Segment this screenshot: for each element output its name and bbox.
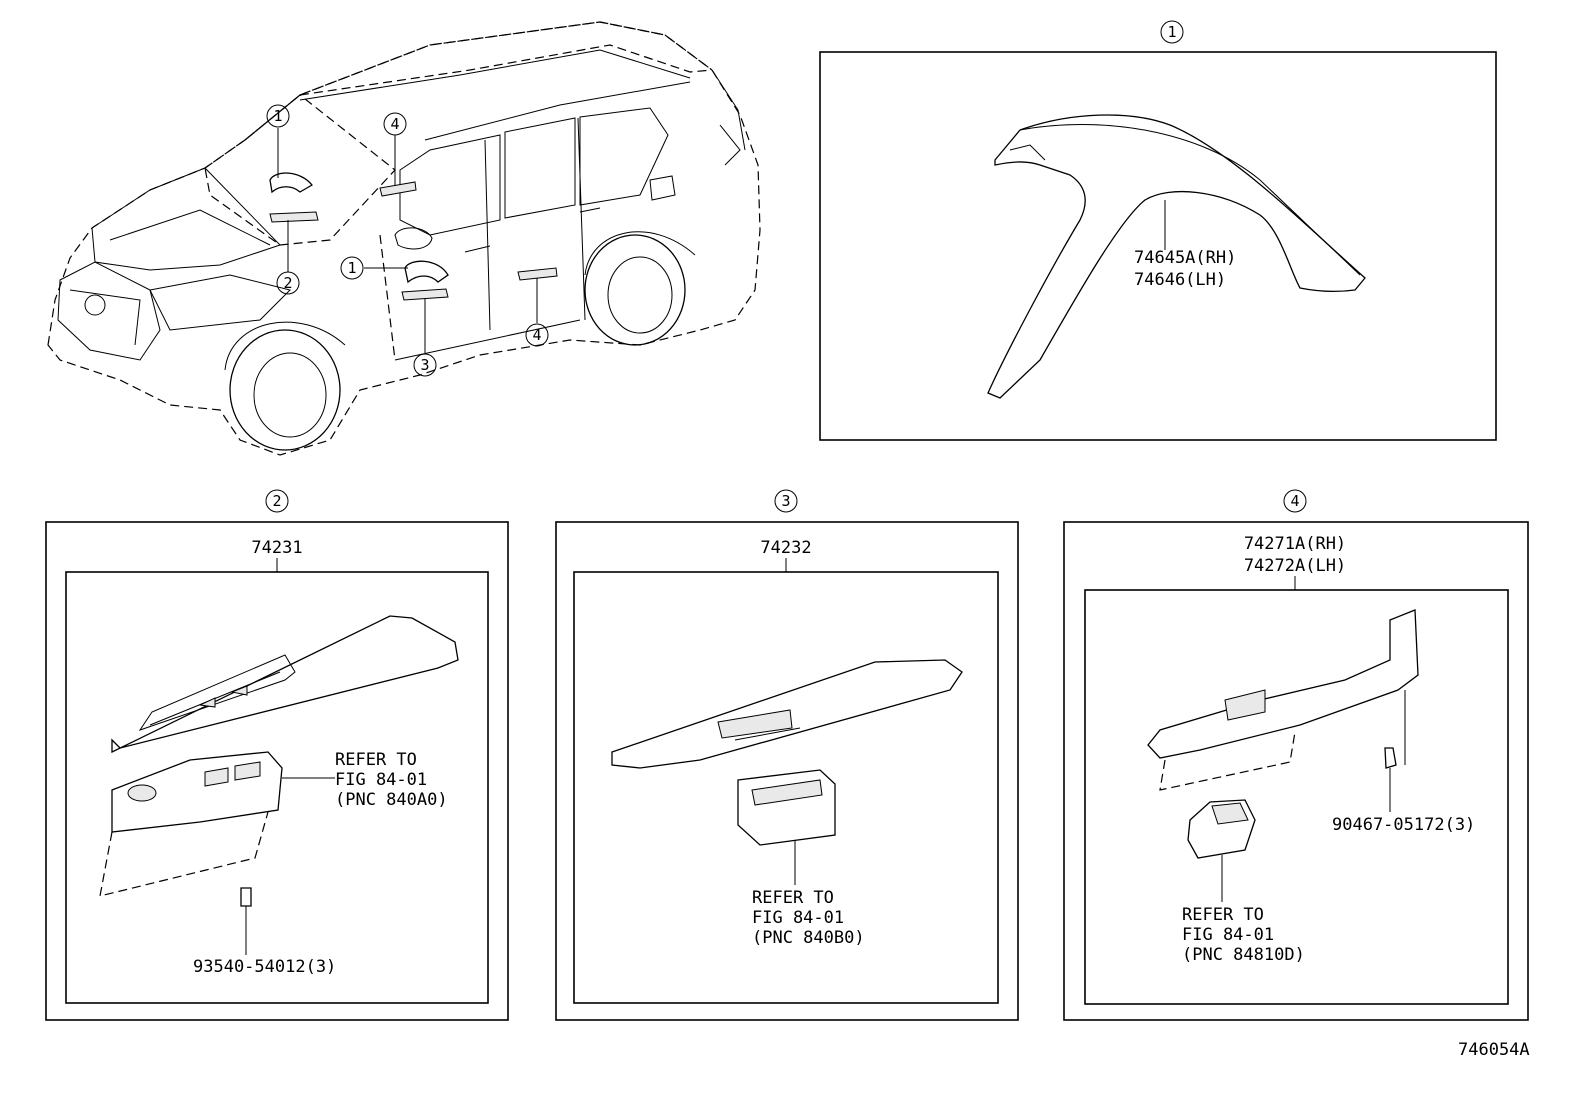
vehicle-callout-4-lower: 4	[525, 323, 549, 347]
panel-3-refer-line-1: REFER TO	[752, 888, 834, 908]
panel-1-part-lh: 74646(LH)	[1134, 270, 1226, 290]
panel-4-fastener: 90467-05172(3)	[1332, 815, 1475, 835]
vehicle-callout-3: 3	[413, 353, 437, 377]
svg-text:2: 2	[272, 492, 281, 510]
panel-3-inner-frame	[573, 571, 999, 1004]
panel-4: 4 74271A(RH) 74272A(LH) REFER TO FIG 84-…	[1063, 489, 1529, 1021]
panel-4-outer-frame	[1063, 521, 1529, 1021]
panel-4-callout: 4	[1283, 489, 1307, 513]
svg-text:4: 4	[532, 326, 541, 344]
panel-4-refer-line-1: REFER TO	[1182, 905, 1264, 925]
svg-text:4: 4	[1290, 492, 1299, 510]
panel-1-frame	[819, 51, 1497, 441]
panel-4-switch-base	[1147, 609, 1419, 759]
panel-4-part-rh: 74271A(RH)	[1244, 534, 1346, 554]
panel-4-refer-line-3: (PNC 84810D)	[1182, 945, 1305, 965]
svg-text:1: 1	[273, 107, 282, 125]
panel-1-callout: 1	[1160, 20, 1184, 44]
svg-text:1: 1	[1167, 23, 1176, 41]
panel-3: 3 74232 REFER TO FIG 84-01 (PNC 840B0)	[555, 489, 1019, 1021]
panel-2-switch-base	[111, 615, 459, 754]
panel-3-part-number: 74232	[760, 538, 811, 558]
panel-2-inner-frame	[65, 571, 489, 1004]
panel-3-refer-line-3: (PNC 840B0)	[752, 928, 865, 948]
figure-id: 746054A	[1458, 1040, 1530, 1060]
vehicle-callout-1-upper: 1	[266, 104, 290, 128]
panel-2-refer-line-2: FIG 84-01	[335, 770, 427, 790]
panel-2-fastener: 93540-54012(3)	[193, 957, 336, 977]
svg-text:2: 2	[283, 274, 292, 292]
panel-1-part-rh: 74645A(RH)	[1134, 248, 1236, 268]
panel-4-refer-line-2: FIG 84-01	[1182, 925, 1274, 945]
panel-4-inner-frame	[1084, 589, 1509, 1005]
panel-1: 1 74645A(RH) 74646(LH)	[819, 20, 1497, 441]
vehicle-illustration	[47, 21, 761, 456]
panel-2-part-number: 74231	[251, 538, 302, 558]
svg-text:1: 1	[347, 259, 356, 277]
panel-3-callout: 3	[774, 489, 798, 513]
panel-2: 2 74231 REFER TO FIG 84-01 (PNC 840A0) 9…	[45, 489, 509, 1021]
vehicle-callout-2: 2	[276, 271, 300, 295]
panel-3-outer-frame	[555, 521, 1019, 1021]
panel-2-refer-line-1: REFER TO	[335, 750, 417, 770]
svg-text:4: 4	[390, 115, 399, 133]
vehicle-callout-4-upper: 4	[383, 112, 407, 136]
panel-2-callout: 2	[265, 489, 289, 513]
svg-text:3: 3	[420, 356, 429, 374]
svg-text:3: 3	[781, 492, 790, 510]
vehicle-callout-1-lower: 1	[340, 256, 364, 280]
panel-2-outer-frame	[45, 521, 509, 1021]
panel-4-part-lh: 74272A(LH)	[1244, 556, 1346, 576]
panel-2-refer-line-3: (PNC 840A0)	[335, 790, 448, 810]
panel-3-refer-line-2: FIG 84-01	[752, 908, 844, 928]
